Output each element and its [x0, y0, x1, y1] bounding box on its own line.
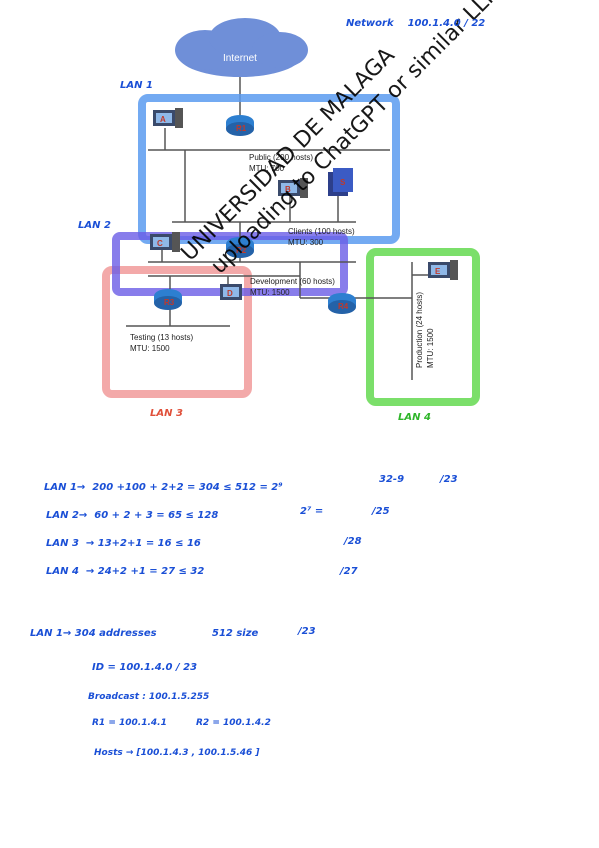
svg-text:D: D [227, 289, 233, 298]
router-icon: R4 [328, 293, 356, 314]
segment-production-name: Production (24 hosts) [415, 292, 424, 368]
segment-testing-name: Testing (13 hosts) [130, 333, 193, 342]
lan4-box [366, 248, 480, 406]
lan3-box [102, 266, 252, 398]
lan1-id: ID = 100.1.4.0 / 23 [92, 662, 198, 673]
segment-production-mtu: MTU: 1500 [426, 328, 435, 368]
lan4-tag: LAN 4 [398, 412, 431, 423]
svg-text:A: A [160, 115, 166, 124]
segment-public-name: Public (200 hosts) [249, 153, 313, 162]
router-icon: R2 [226, 237, 254, 258]
lan1-hosts: Hosts → [100.1.4.3 , 100.1.5.46 ] [94, 748, 260, 758]
host-a-icon: A [153, 108, 183, 128]
calc-note-lan1: 32-9 [379, 474, 405, 485]
lan3-tag: LAN 3 [150, 408, 183, 419]
calc-prefix-lan1: /23 [440, 474, 458, 485]
svg-text:B: B [285, 185, 291, 194]
network-diagram: Internet R1 R2 R3 R4 A B S C D E Public … [102, 0, 516, 406]
router-icon: R1 [226, 115, 254, 136]
svg-text:R2: R2 [236, 246, 247, 255]
lan1-r1: R1 = 100.1.4.1 [92, 718, 167, 728]
svg-text:R4: R4 [338, 302, 349, 311]
lan1-detail-heading: LAN 1→ 304 addresses [30, 628, 157, 639]
internet-label: Internet [223, 53, 257, 64]
svg-text:S: S [340, 178, 346, 187]
calc-prefix-lan4: /27 [340, 566, 358, 577]
calc-row-lan1: LAN 1→ 200 +100 + 2+2 = 304 ≤ 512 = 2⁹ [44, 482, 283, 493]
svg-text:E: E [435, 267, 441, 276]
lan1-detail-prefix: /23 [298, 626, 316, 637]
lan1-r2: R2 = 100.1.4.2 [196, 718, 271, 728]
router-icon: R3 [154, 289, 182, 310]
calc-note-lan2: 2⁷ = [300, 506, 324, 517]
internet-cloud: Internet [175, 18, 308, 77]
calc-prefix-lan2: /25 [372, 506, 390, 517]
lan1-tag: LAN 1 [120, 80, 153, 91]
host-b-icon: B [278, 178, 308, 198]
svg-text:R1: R1 [236, 124, 247, 133]
host-d-icon: D [220, 284, 242, 300]
calc-row-lan4: LAN 4 → 24+2 +1 = 27 ≤ 32 [46, 566, 205, 577]
network-label: Network 100.1.4.0 / 22 [346, 18, 486, 29]
svg-text:R3: R3 [164, 298, 175, 307]
segment-development-mtu: MTU: 1500 [250, 288, 290, 297]
calc-prefix-lan3: /28 [344, 536, 362, 547]
segment-testing-mtu: MTU: 1500 [130, 344, 170, 353]
segment-development-name: Development (60 hosts) [250, 277, 335, 286]
calc-row-lan3: LAN 3 → 13+2+1 = 16 ≤ 16 [46, 538, 201, 549]
host-c-icon: C [150, 232, 180, 252]
segment-public-mtu: MTU: 700 [249, 164, 285, 173]
calc-row-lan2: LAN 2→ 60 + 2 + 3 = 65 ≤ 128 [46, 510, 219, 521]
server-icon: S [328, 168, 353, 196]
lan1-detail-size: 512 size [212, 628, 259, 639]
segment-clients-mtu: MTU: 300 [288, 238, 324, 247]
lan1-broadcast: Broadcast : 100.1.5.255 [88, 692, 210, 702]
svg-text:C: C [157, 239, 163, 248]
segment-clients-name: Clients (100 hosts) [288, 227, 355, 236]
host-e-icon: E [428, 260, 458, 280]
lan2-tag: LAN 2 [78, 220, 111, 231]
